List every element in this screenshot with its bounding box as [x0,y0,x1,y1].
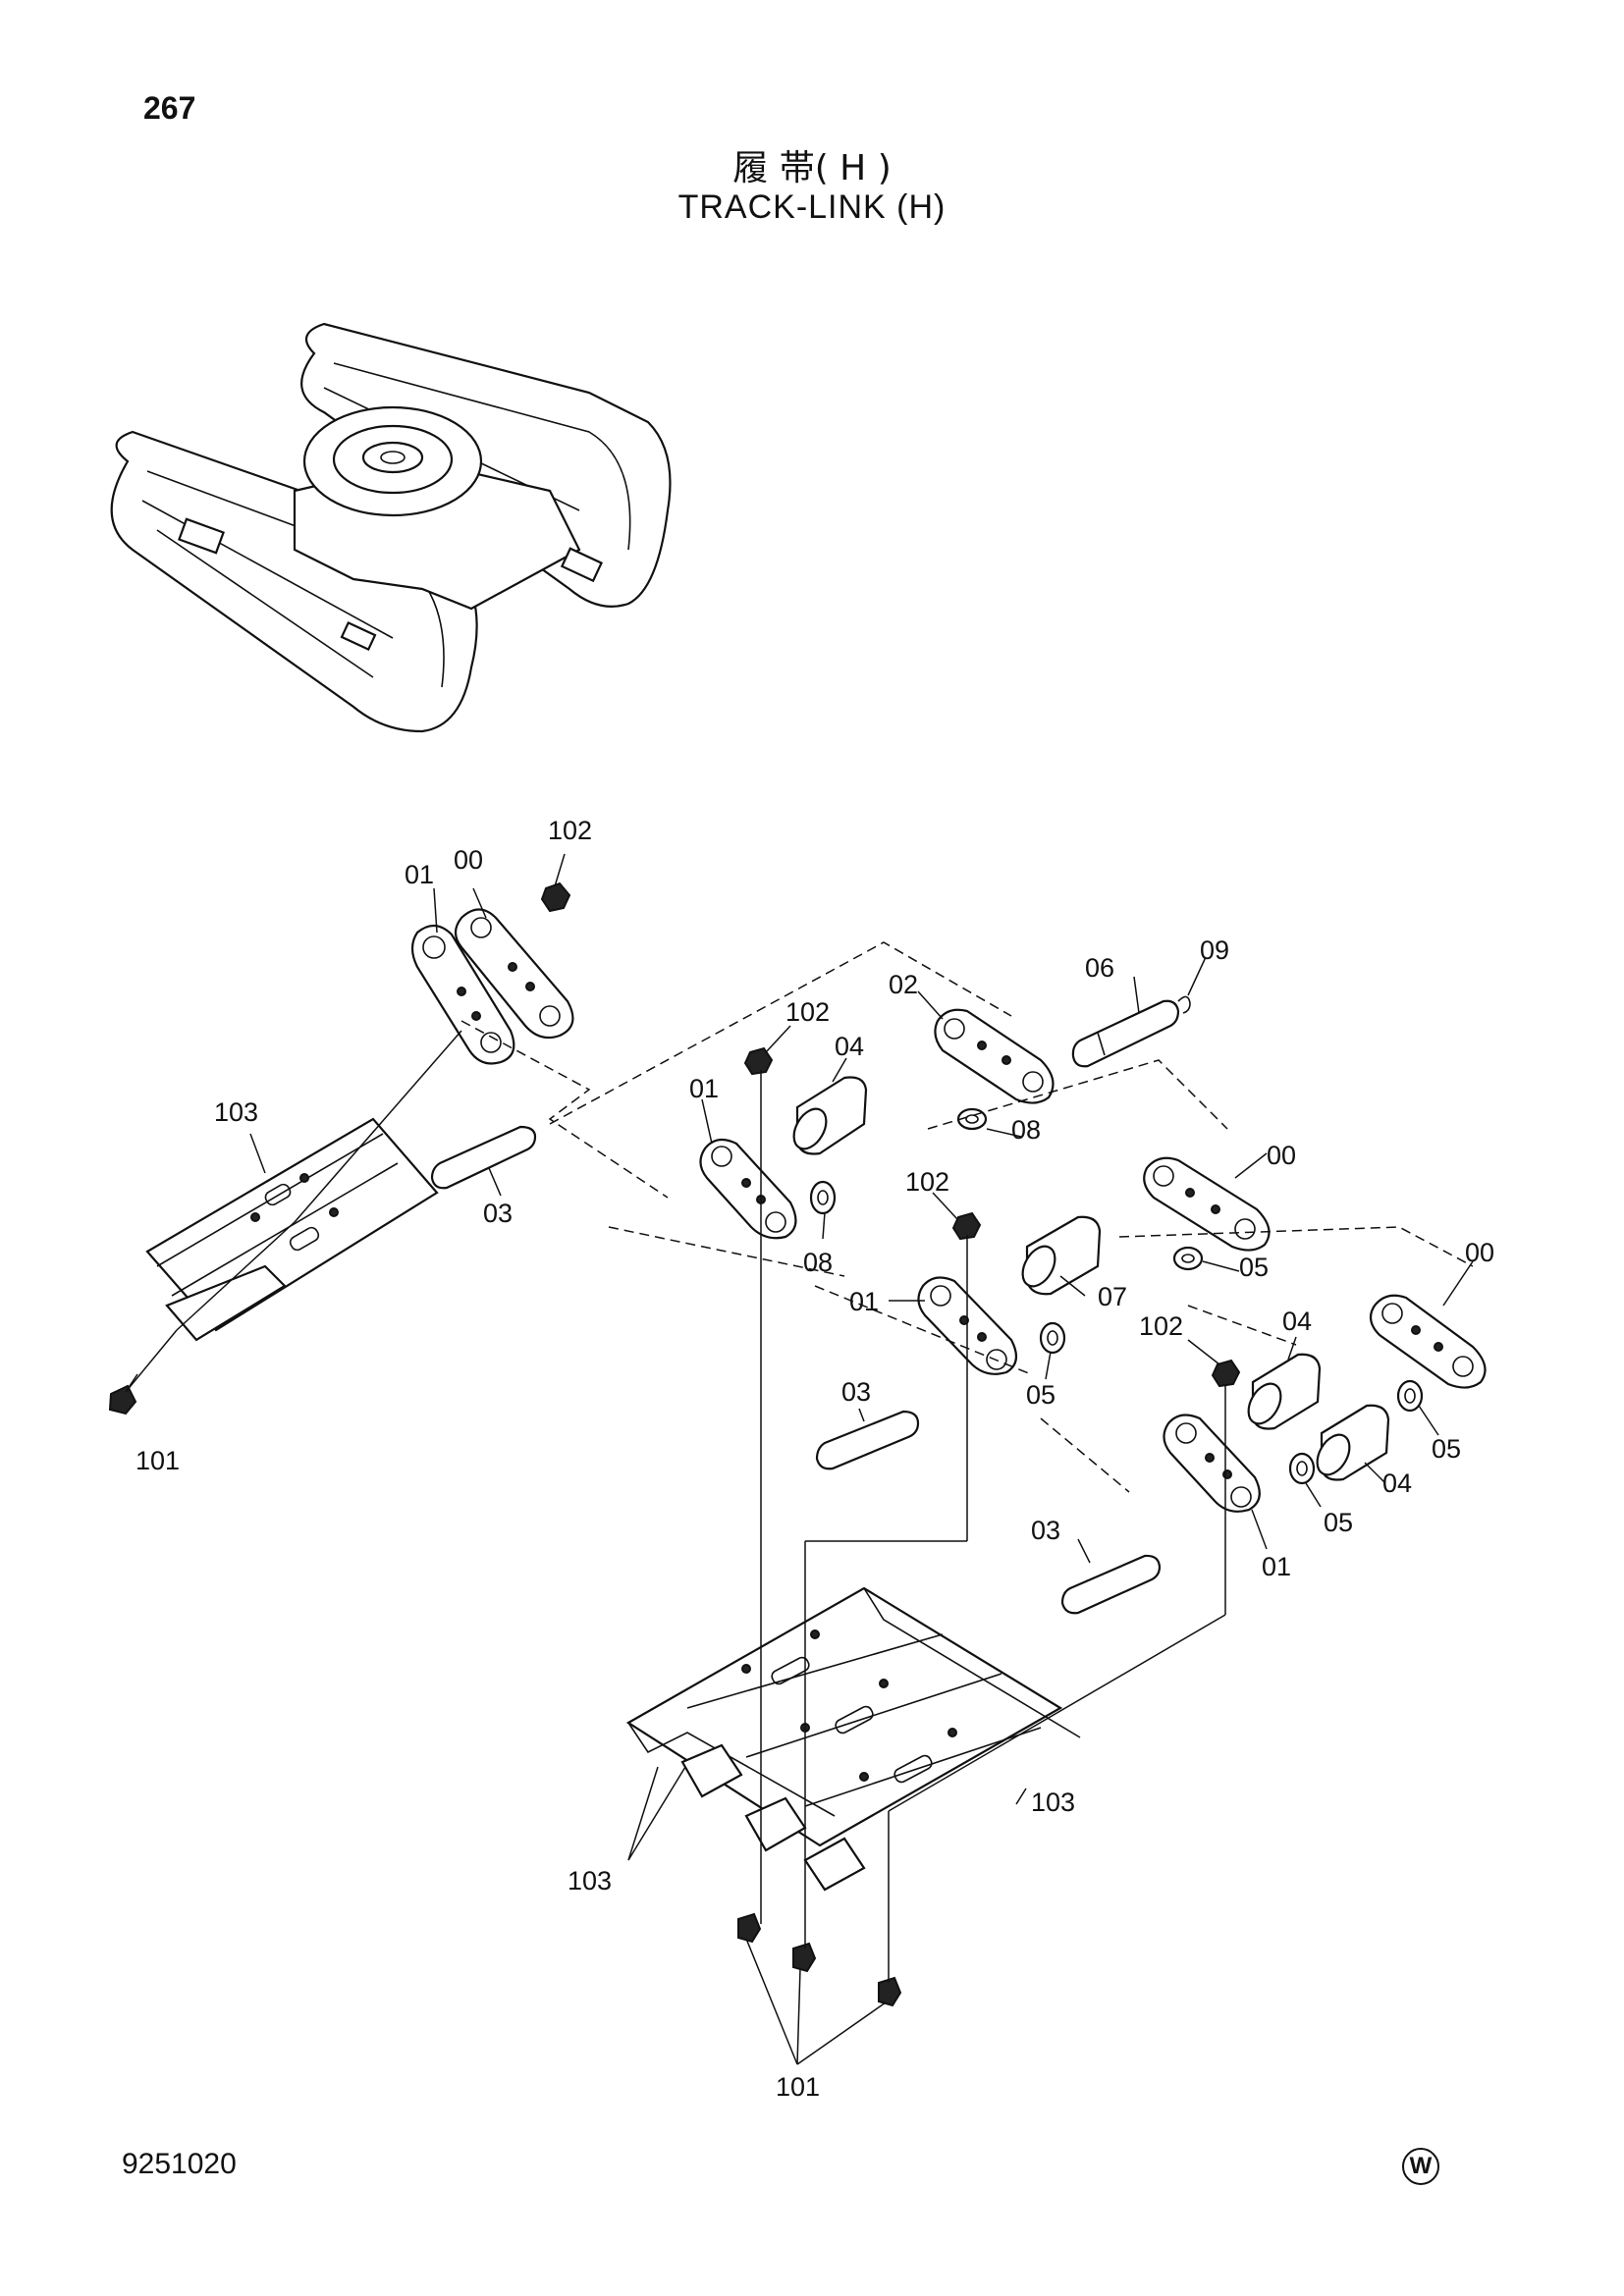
label-102: 102 [548,816,592,845]
label-02: 02 [889,970,918,999]
label-01: 01 [689,1074,719,1103]
label-08: 08 [803,1248,833,1277]
label-04: 04 [1282,1307,1312,1336]
seal-05-b [1039,1321,1066,1355]
label-103: 103 [568,1866,612,1896]
track-link-00-middle [1143,1156,1271,1252]
bushing-04-right-b [1316,1404,1390,1481]
label-03: 03 [841,1377,871,1407]
label-05: 05 [1324,1508,1353,1537]
seal-05-d [1288,1452,1316,1485]
seal-05-a [1172,1246,1204,1271]
label-102: 102 [785,997,830,1027]
pin-09 [1177,995,1191,1014]
label-00: 00 [1267,1141,1296,1170]
page-title-japanese: 履 帯( H ) [732,148,892,188]
page-number: 267 [143,90,196,126]
nut-102-right [1211,1359,1241,1388]
footer-mark: W [1402,2148,1439,2185]
label-101: 101 [776,2072,820,2102]
label-101: 101 [135,1446,180,1475]
track-link-02 [934,1008,1055,1104]
track-link-01-middle [699,1138,797,1240]
label-03: 03 [483,1199,513,1228]
pin-03-middle [815,1410,920,1470]
track-link-00-right [1369,1294,1487,1389]
label-00: 00 [1465,1238,1494,1267]
track-link-00-top [454,908,574,1040]
bolts-101-bottom [737,1912,902,2007]
bolt-101-left [108,1373,138,1415]
bushing-04-right-a [1247,1353,1322,1430]
bushing-04-upper [792,1076,868,1155]
label-01: 01 [1262,1552,1291,1581]
master-pin-06 [1071,999,1180,1068]
label-06: 06 [1085,953,1114,983]
undercarriage-illustration [110,322,672,733]
track-link-01-top [410,924,515,1065]
nut-102-top [540,881,571,913]
track-shoe-103-left [145,1117,439,1342]
track-link-01-right [1163,1414,1261,1513]
label-03: 03 [1031,1516,1060,1545]
label-05: 05 [1026,1380,1056,1410]
seal-08-lower [809,1180,837,1215]
label-103: 103 [214,1097,258,1127]
bushing-07 [1021,1215,1102,1296]
seal-05-c [1396,1379,1424,1413]
nut-102-center [951,1211,982,1241]
label-103: 103 [1031,1788,1075,1817]
label-01: 01 [849,1287,879,1316]
label-102: 102 [905,1167,949,1197]
label-04: 04 [1382,1468,1412,1498]
assembly-guide-lines [125,941,1474,1983]
nut-102-middle [743,1046,774,1076]
drawing-number: 9251020 [122,2148,237,2180]
label-07: 07 [1098,1282,1127,1311]
label-01: 01 [405,860,434,889]
label-04: 04 [835,1032,864,1061]
label-05: 05 [1432,1434,1461,1464]
label-09: 09 [1200,935,1229,965]
pin-03-left [430,1125,537,1190]
label-102: 102 [1139,1311,1183,1341]
page-title: TRACK-LINK (H) [677,188,947,226]
label-00: 00 [454,845,483,875]
label-08: 08 [1011,1115,1041,1145]
part-labels: 00 01 102 103 03 101 102 04 02 06 09 01 … [135,816,1494,2102]
leader-lines [249,853,1474,2065]
label-05: 05 [1239,1253,1269,1282]
pin-03-right [1060,1554,1162,1615]
